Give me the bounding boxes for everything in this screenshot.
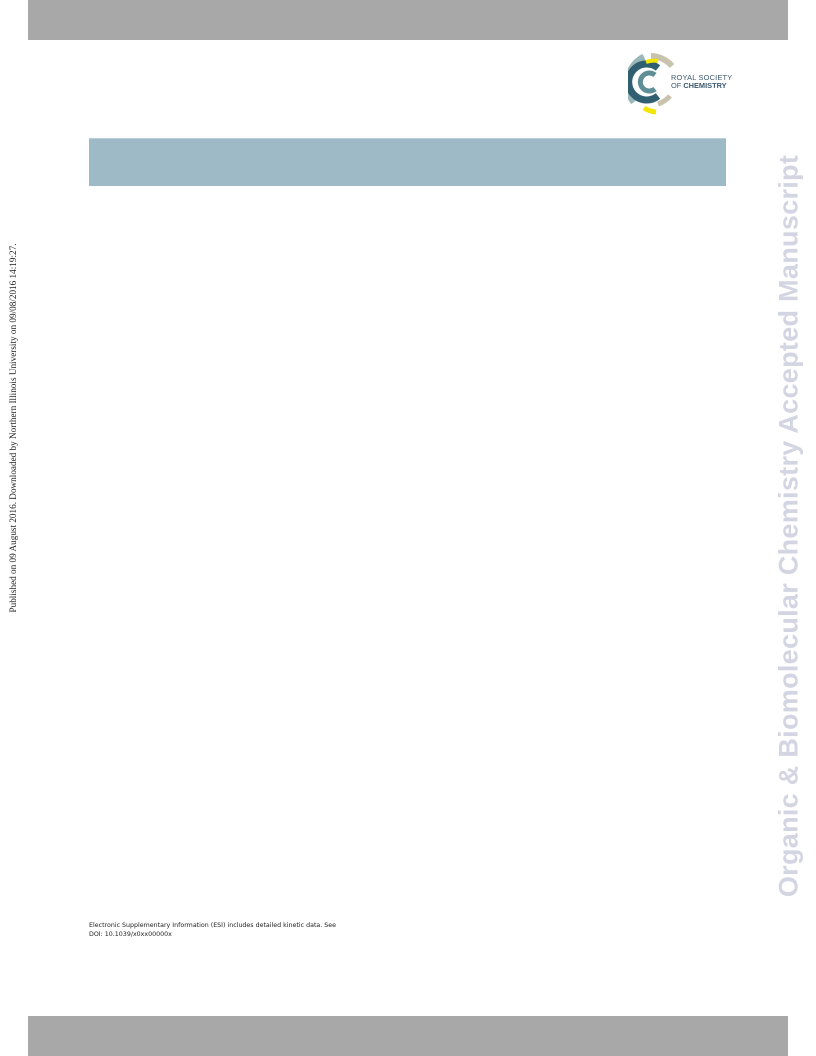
rsc-emblem-icon: [628, 53, 674, 115]
logo-text-chemistry: CHEMISTRY: [683, 81, 727, 90]
logo-text-royal-society: ROYAL SOCIETY: [671, 73, 733, 82]
top-gray-bar: [28, 0, 788, 40]
footnote-line-1: Electronic Supplementary Information (ES…: [89, 922, 337, 929]
footnote-line-2: DOI: 10.1039/x0xx00000x: [89, 931, 172, 938]
bottom-gray-bar: [28, 1016, 788, 1056]
logo-text-of: OF: [671, 81, 684, 90]
title-band: [89, 138, 726, 186]
esi-footnote: Electronic Supplementary Information (ES…: [89, 921, 409, 939]
journal-watermark-text: Organic & Biomolecular Chemistry Accepte…: [773, 154, 804, 898]
published-note-text: Published on 09 August 2016. Downloaded …: [8, 243, 18, 613]
rsc-logo: ROYAL SOCIETY OF CHEMISTRY: [628, 48, 738, 120]
logo-text-of-chemistry: OF CHEMISTRY: [671, 82, 727, 89]
